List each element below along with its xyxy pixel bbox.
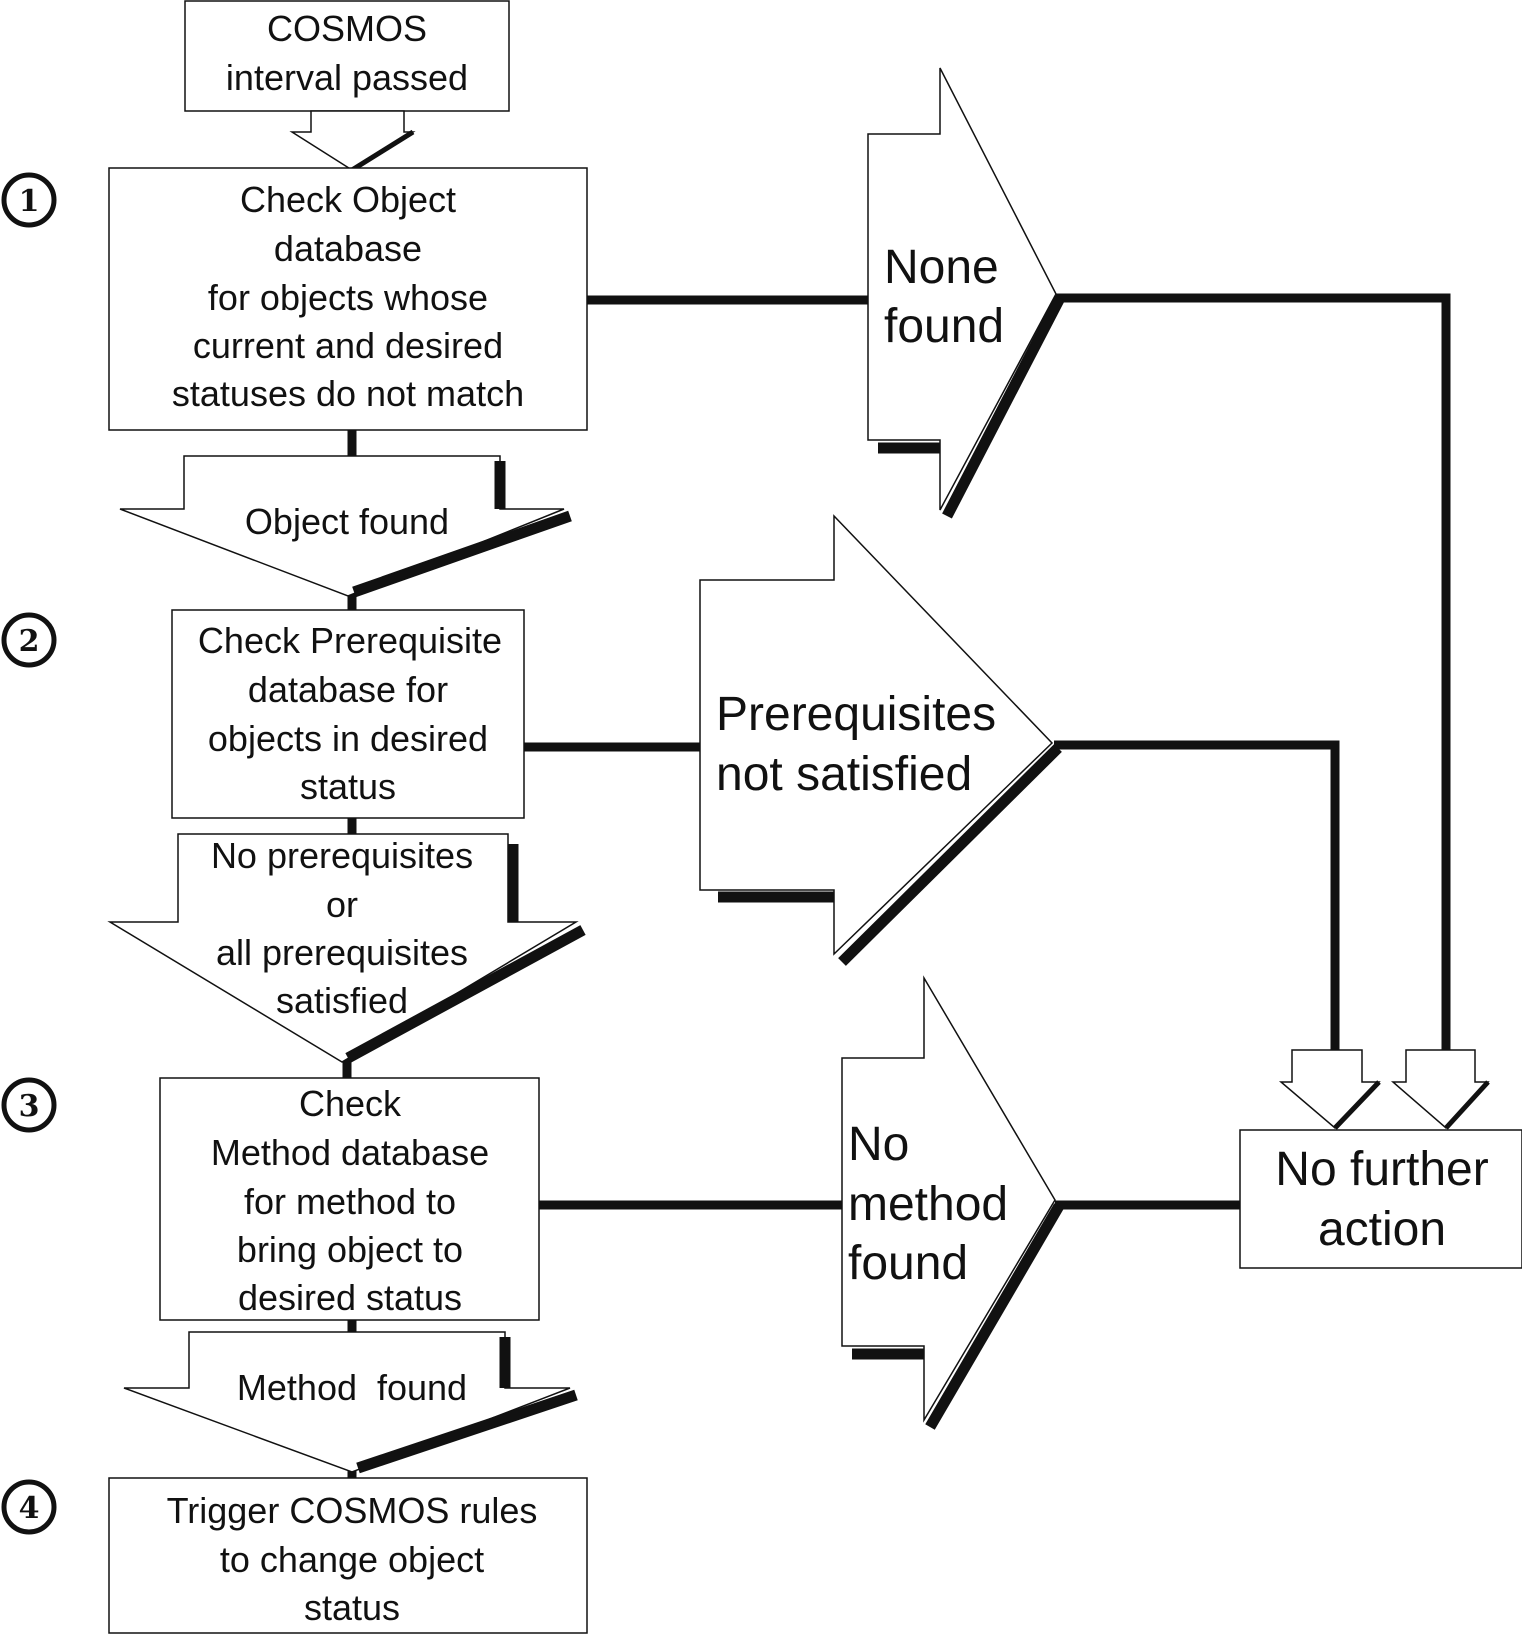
prerequisites-not-satisfied-arrow: Prerequisites not satisfied <box>699 514 1062 966</box>
step-3-box <box>159 1077 540 1321</box>
start-box: COSMOS interval passed <box>184 0 510 112</box>
no-method-found-line-3: found <box>848 1237 968 1290</box>
step-3-box-line-3: for method to <box>244 1181 456 1222</box>
step-2: 2 Check Prerequisite database for object… <box>1 609 525 819</box>
step-3-number: 3 <box>19 1089 40 1124</box>
step-1-number: 1 <box>19 184 40 219</box>
step-1-box-line-1: Check Object <box>240 179 456 220</box>
step-1-box-line-2: database <box>274 228 422 269</box>
end-box: No further action <box>1239 1129 1522 1269</box>
step-2-badge <box>1 612 57 668</box>
none-found-line-2: found <box>884 300 1004 353</box>
connector-none-found-to-end <box>1056 293 1451 1050</box>
step-3-box-line-4: bring object to <box>237 1229 463 1270</box>
method-found-label: Method found <box>237 1367 467 1408</box>
no-method-found-arrow: No method found <box>841 975 1064 1430</box>
object-found-arrow: Object found <box>119 455 572 598</box>
step-4-box <box>108 1477 588 1634</box>
prerequisites-not-satisfied-line-2: not satisfied <box>716 748 972 801</box>
end-arrow-right <box>1390 1049 1490 1130</box>
step-1: 1 Check Object database for objects whos… <box>1 167 588 431</box>
start-arrow <box>289 110 416 173</box>
step-2-box-line-2: database for <box>248 669 448 710</box>
step-1-badge <box>1 172 57 228</box>
step-2-box-line-1: Check Prerequisite <box>198 620 502 661</box>
prerequisites-ok-line-4: satisfied <box>276 980 408 1021</box>
prerequisites-ok-line-1: No prerequisites <box>211 835 473 876</box>
step-4-badge <box>1 1479 57 1535</box>
prerequisites-ok-line-3: all prerequisites <box>216 932 468 973</box>
step-2-number: 2 <box>19 624 40 659</box>
no-method-found-line-2: method <box>848 1178 1008 1231</box>
no-method-found-line-1: No <box>848 1118 909 1171</box>
step-4: 4 Trigger COSMOS rules to change object … <box>1 1477 588 1634</box>
prerequisites-not-satisfied-line-1: Prerequisites <box>716 688 996 741</box>
step-1-box-line-4: current and desired <box>193 325 503 366</box>
prerequisites-ok-line-2: or <box>326 884 358 925</box>
object-found-label: Object found <box>245 501 449 542</box>
step-3-badge <box>1 1077 57 1133</box>
none-found-line-1: None <box>884 241 999 294</box>
start-box-line-1: COSMOS <box>267 8 427 49</box>
step-2-box-line-3: objects in desired <box>208 718 488 759</box>
end-box-line-2: action <box>1318 1203 1446 1256</box>
step-1-box-line-5: statuses do not match <box>172 373 524 414</box>
step-2-box-line-4: status <box>300 766 396 807</box>
step-3-box-line-2: Method database <box>211 1132 489 1173</box>
step-4-box-line-3: status <box>304 1587 400 1628</box>
start-box-line-2: interval passed <box>226 57 468 98</box>
end-arrow-left <box>1278 1049 1381 1130</box>
none-found-arrow: None found <box>867 67 1065 519</box>
step-3-box-line-5: desired status <box>238 1277 462 1318</box>
step-4-number: 4 <box>19 1491 40 1526</box>
method-found-arrow: Method found <box>123 1331 578 1474</box>
step-4-box-line-1: Trigger COSMOS rules <box>167 1490 538 1531</box>
step-4-box-line-2: to change object <box>220 1539 484 1580</box>
end-box-line-1: No further <box>1275 1143 1488 1196</box>
connector-prereq-not-satisfied-to-end <box>1054 740 1340 1050</box>
step-3-box-line-1: Check <box>299 1083 402 1124</box>
step-2-box <box>171 609 525 819</box>
step-1-box <box>108 167 588 431</box>
step-3: 3 Check Method database for method to br… <box>1 1077 540 1321</box>
step-1-box-line-3: for objects whose <box>208 277 488 318</box>
prerequisites-ok-arrow: No prerequisites or all prerequisites sa… <box>107 833 586 1063</box>
